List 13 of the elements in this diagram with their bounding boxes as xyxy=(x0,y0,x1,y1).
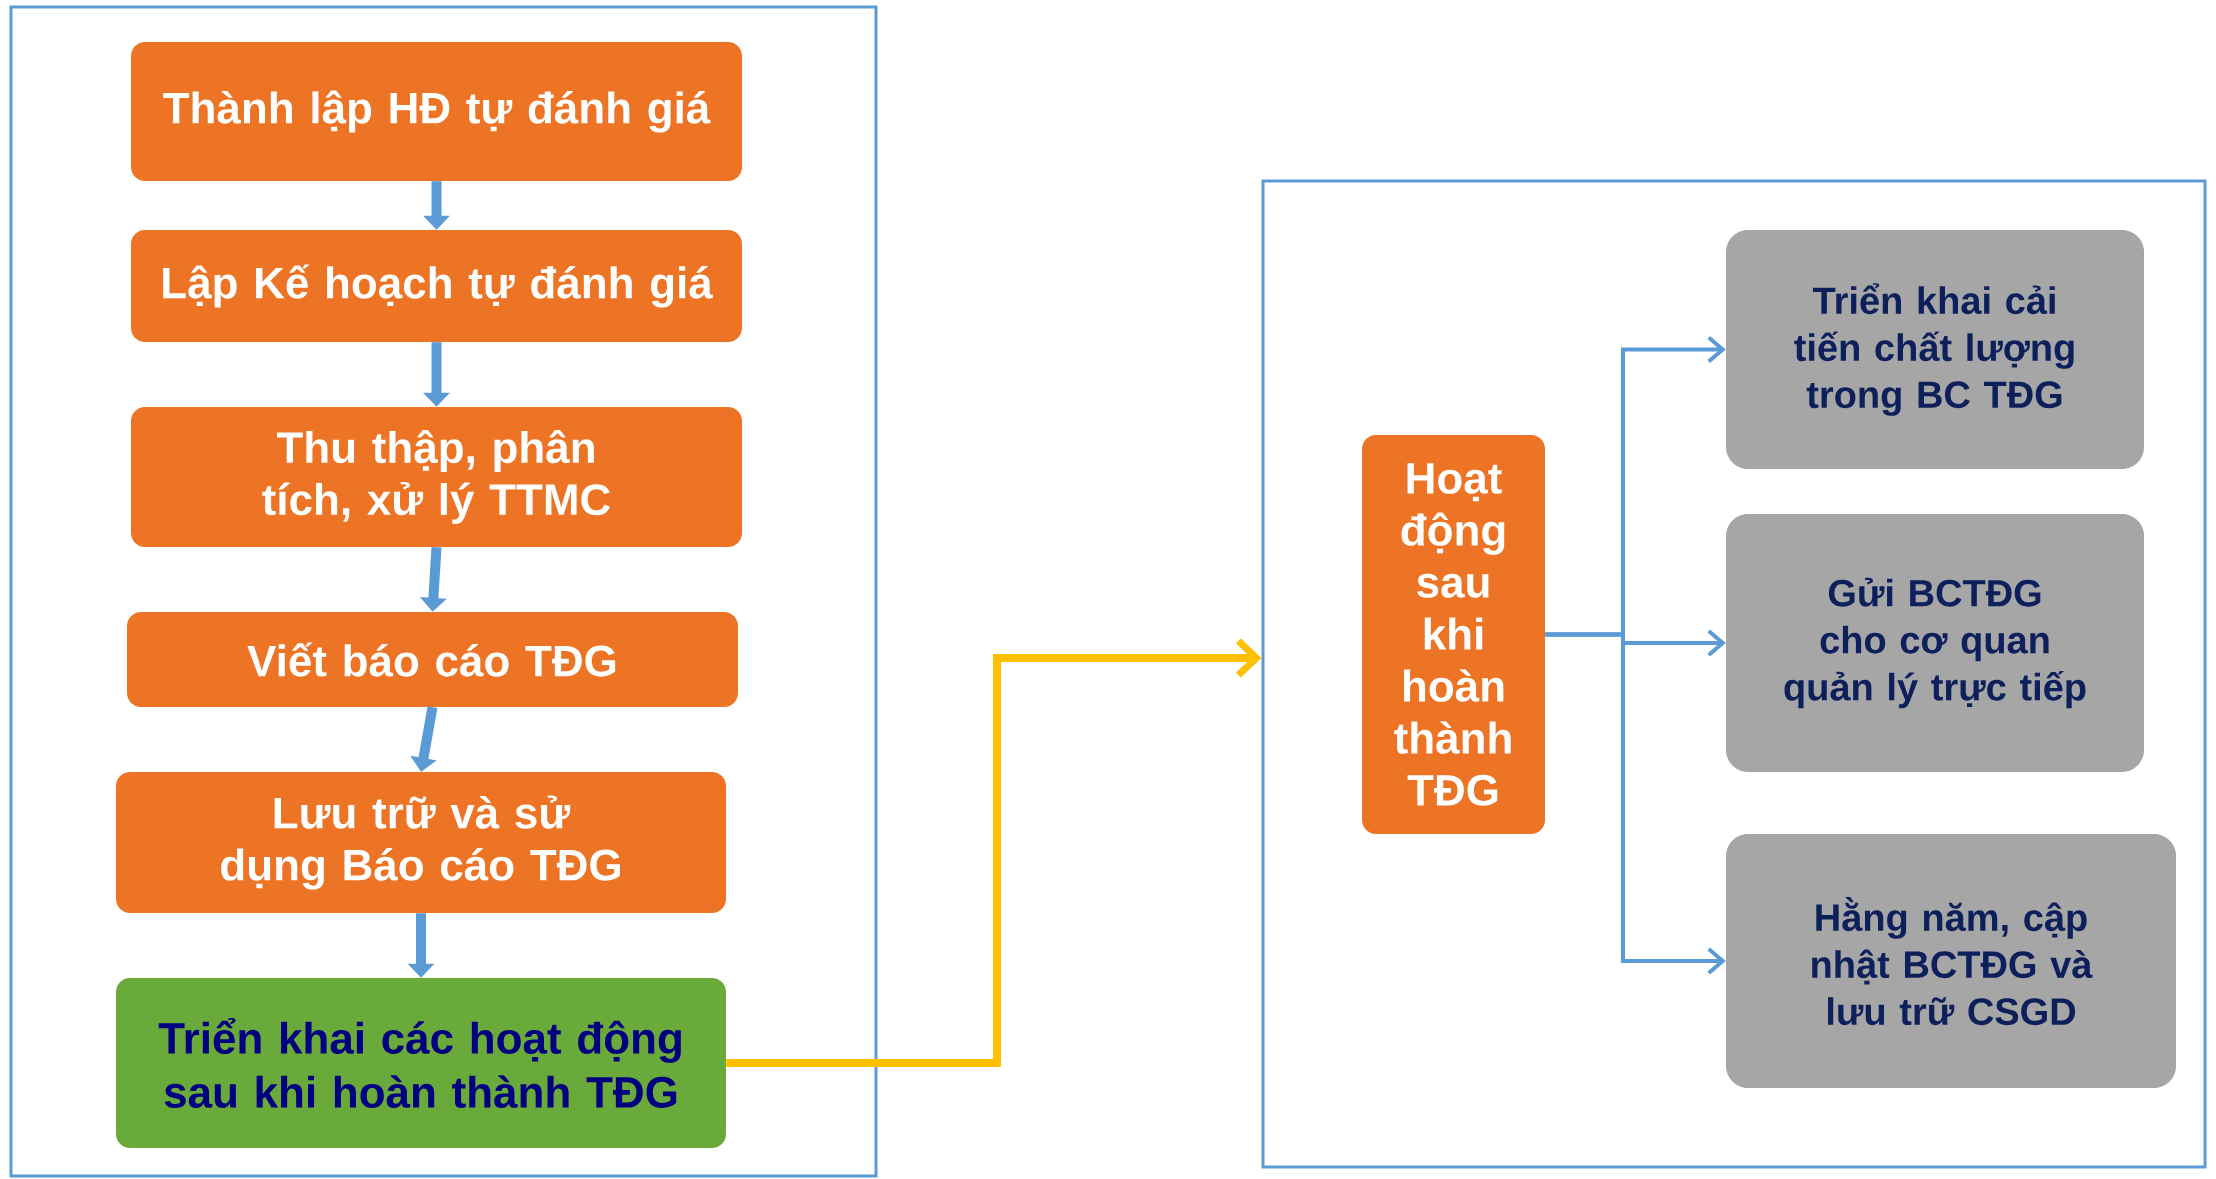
process-box: Thu thập, phân tích, xử lý TTMC xyxy=(131,407,742,547)
result-box: Hằng năm, cập nhật BCTĐG và lưu trữ CSGD xyxy=(1726,834,2176,1088)
process-box: Thành lập HĐ tự đánh giá xyxy=(131,42,742,181)
process-box: Hoạt động sau khi hoàn thành TĐG xyxy=(1362,435,1545,834)
arrow xyxy=(1545,632,1726,975)
process-box: Lập Kế hoạch tự đánh giá xyxy=(131,230,742,342)
panel-frame xyxy=(1261,179,2207,1169)
highlight-box: Triển khai các hoạt động sau khi hoàn thành TĐG xyxy=(116,978,726,1148)
result-box: Gửi BCTĐG cho cơ quan quản lý trực tiếp xyxy=(1726,514,2145,772)
process-box: Viết báo cáo TĐG xyxy=(127,612,738,707)
process-box: Lưu trữ và sử dụng Báo cáo TĐG xyxy=(116,772,726,913)
result-box: Triển khai cải tiến chất lượng trong BC TĐG xyxy=(1726,230,2145,469)
panel-frame xyxy=(9,5,878,1178)
